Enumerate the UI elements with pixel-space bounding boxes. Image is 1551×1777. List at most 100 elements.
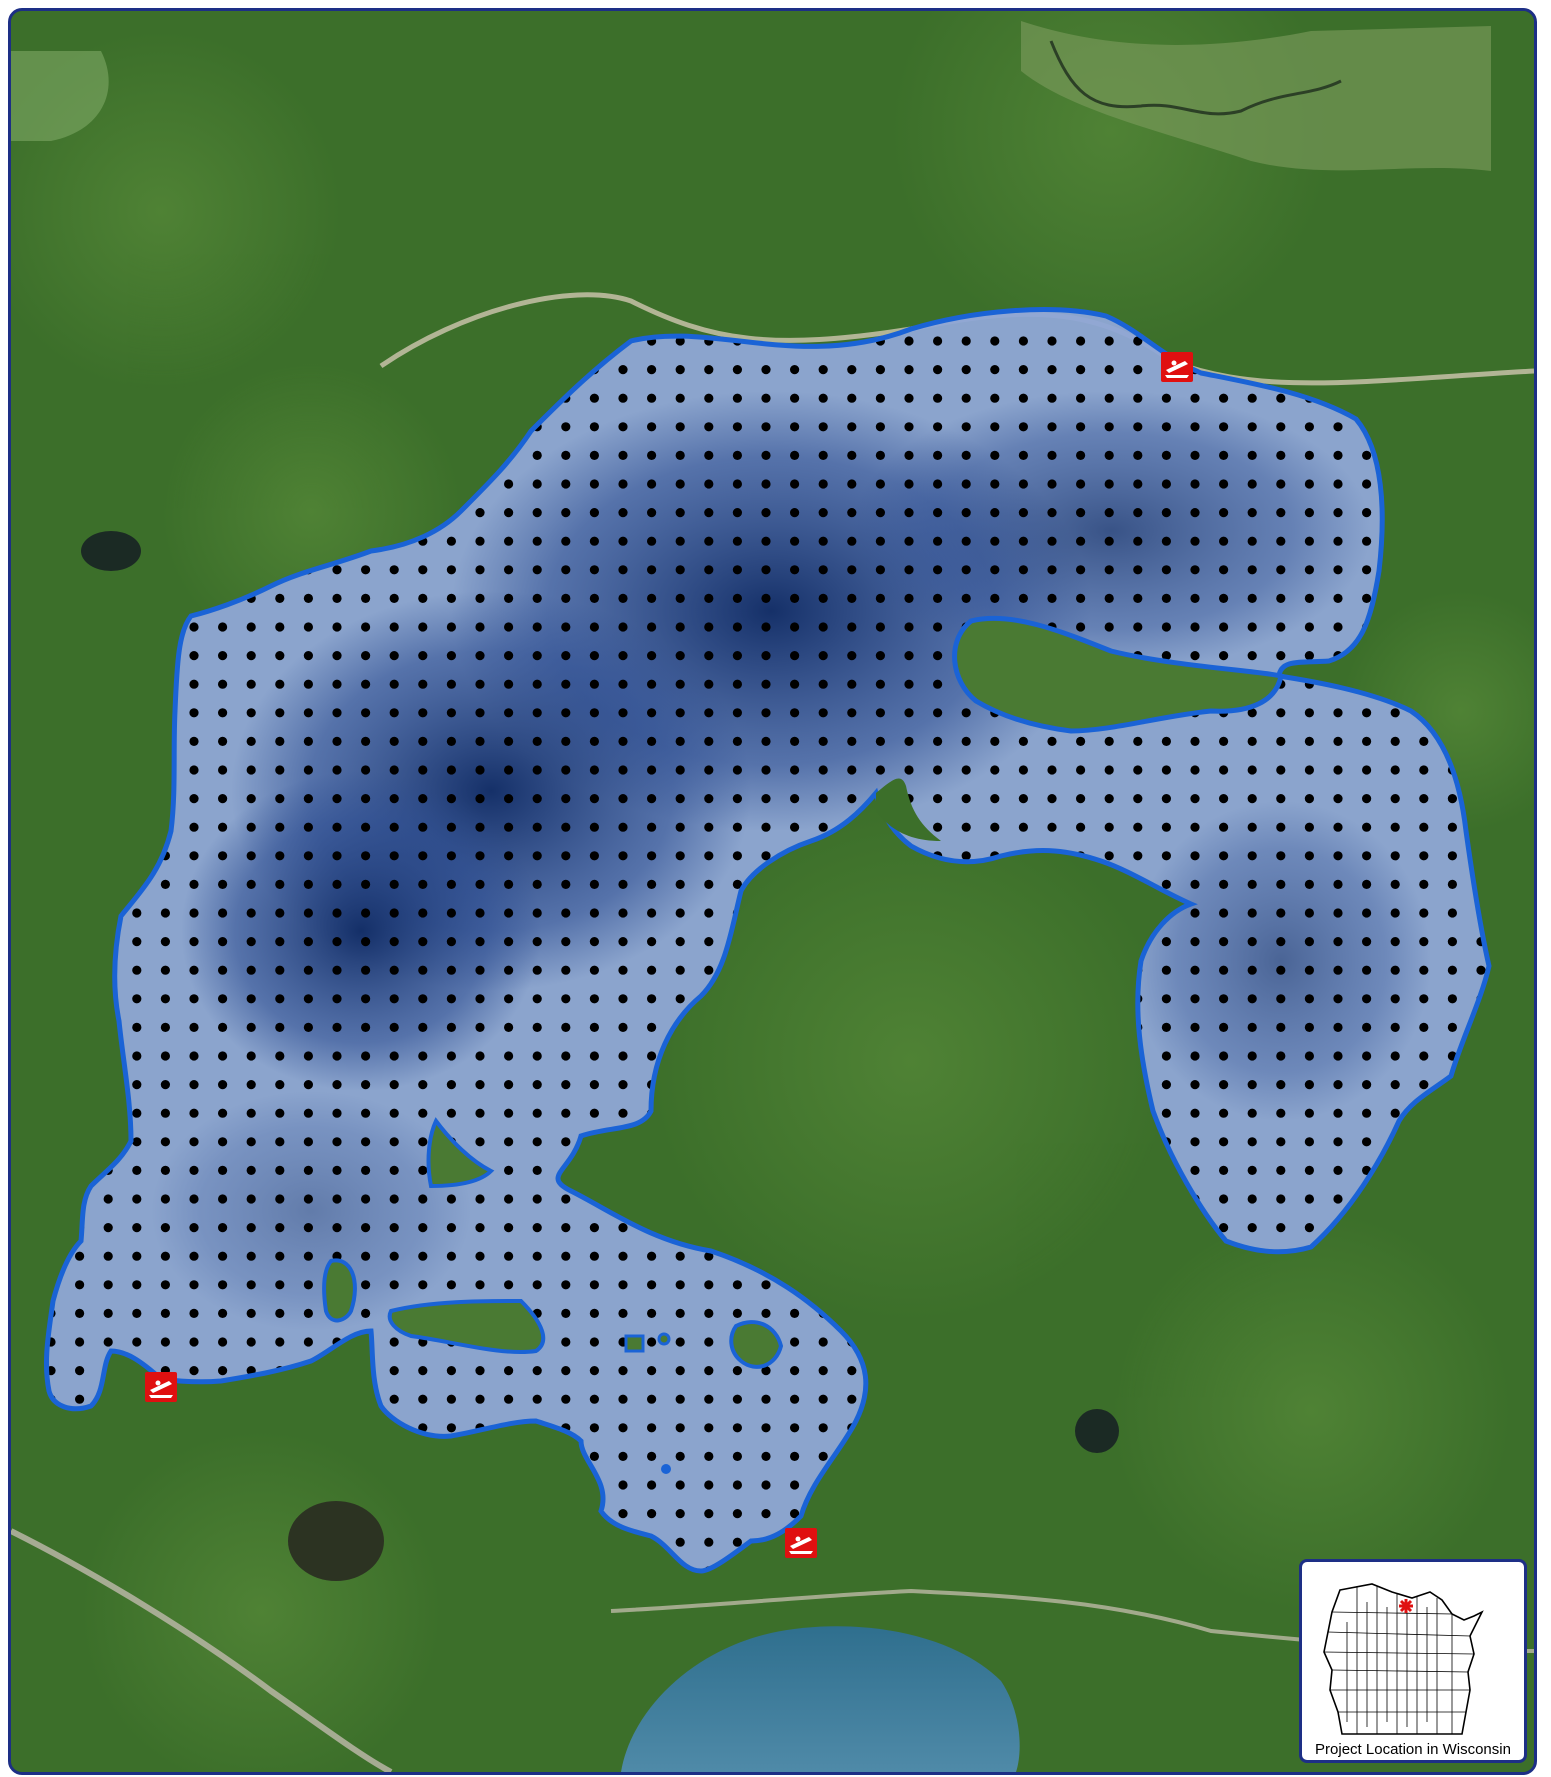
sample-point bbox=[618, 393, 628, 403]
sample-point bbox=[704, 765, 714, 775]
sample-point bbox=[1047, 794, 1057, 804]
sample-point bbox=[132, 965, 142, 975]
sample-point bbox=[361, 1137, 371, 1147]
sample-point bbox=[218, 1080, 228, 1090]
sample-point bbox=[389, 622, 399, 632]
sample-point bbox=[532, 1251, 542, 1261]
sample-point bbox=[1018, 393, 1028, 403]
sample-point bbox=[303, 851, 313, 861]
sample-point bbox=[504, 879, 514, 890]
boat-launch-icon[interactable] bbox=[1161, 352, 1193, 382]
sample-point bbox=[790, 736, 800, 747]
sample-point bbox=[618, 708, 628, 718]
sample-point bbox=[561, 1022, 571, 1032]
sample-point bbox=[1219, 1108, 1229, 1118]
sample-point bbox=[1304, 479, 1314, 489]
sample-point bbox=[504, 765, 514, 775]
sample-point bbox=[1104, 794, 1114, 804]
sample-point bbox=[475, 765, 485, 775]
boat-launch-icon[interactable] bbox=[145, 1372, 177, 1402]
sample-point bbox=[504, 1366, 514, 1376]
sample-point bbox=[504, 965, 514, 975]
sample-point bbox=[732, 1308, 743, 1318]
sample-point bbox=[1419, 1080, 1429, 1090]
sample-point bbox=[246, 794, 256, 804]
sample-point bbox=[904, 708, 914, 718]
sample-point bbox=[418, 1108, 428, 1118]
aerial-map[interactable] bbox=[11, 11, 1534, 1772]
sample-point bbox=[1419, 937, 1429, 947]
sample-point bbox=[589, 1022, 600, 1032]
sample-point bbox=[1190, 1165, 1200, 1175]
sample-point bbox=[732, 365, 743, 375]
boat-launch-icon[interactable] bbox=[785, 1528, 817, 1558]
sample-point bbox=[532, 908, 542, 918]
sample-point bbox=[332, 794, 342, 804]
sample-point bbox=[303, 937, 313, 947]
sample-point bbox=[1390, 736, 1400, 747]
sample-point bbox=[618, 1394, 628, 1404]
sample-point bbox=[275, 879, 285, 890]
sample-point bbox=[561, 622, 571, 632]
sample-point bbox=[218, 994, 228, 1004]
sample-point bbox=[160, 1022, 170, 1032]
sample-point bbox=[875, 736, 886, 747]
survey-lake[interactable] bbox=[46, 310, 1489, 1576]
sample-point bbox=[218, 1366, 228, 1376]
sample-point bbox=[1304, 908, 1314, 918]
sample-point bbox=[618, 651, 628, 661]
sample-point bbox=[1076, 593, 1086, 604]
sample-point bbox=[990, 336, 1000, 346]
sample-point bbox=[875, 508, 886, 518]
sample-point bbox=[218, 1223, 228, 1233]
sample-point bbox=[389, 565, 399, 575]
sample-point bbox=[1219, 765, 1229, 775]
sample-point bbox=[1133, 622, 1143, 632]
sample-point bbox=[218, 1165, 228, 1175]
sample-point bbox=[532, 765, 542, 775]
sample-point bbox=[189, 994, 199, 1004]
asterisk-icon bbox=[1399, 1599, 1413, 1613]
sample-point bbox=[1133, 365, 1143, 375]
sample-point bbox=[1219, 651, 1229, 661]
sample-point bbox=[475, 822, 485, 832]
sample-point bbox=[704, 965, 714, 975]
sample-point bbox=[933, 365, 943, 375]
sample-point bbox=[1219, 1051, 1229, 1061]
sample-point bbox=[790, 565, 800, 575]
sample-point bbox=[875, 565, 886, 575]
sample-point bbox=[1362, 536, 1372, 546]
sample-point bbox=[275, 1165, 285, 1175]
sample-point bbox=[189, 794, 199, 804]
sample-point bbox=[618, 1423, 628, 1433]
sample-point bbox=[561, 1308, 571, 1318]
sample-point bbox=[361, 622, 371, 632]
sample-point bbox=[504, 851, 514, 861]
sample-point bbox=[1419, 1022, 1429, 1032]
sample-point bbox=[1333, 708, 1343, 718]
sample-point bbox=[904, 422, 914, 432]
sample-point bbox=[246, 1051, 256, 1061]
sample-point bbox=[790, 794, 800, 804]
sample-point bbox=[1190, 1051, 1200, 1061]
sample-point bbox=[1247, 937, 1257, 947]
sample-point bbox=[933, 794, 943, 804]
sample-point bbox=[1076, 393, 1086, 403]
sample-point bbox=[1161, 1022, 1171, 1032]
sample-point bbox=[446, 1366, 456, 1376]
sample-point bbox=[647, 1423, 657, 1433]
sample-point bbox=[1190, 765, 1200, 775]
sample-point bbox=[1161, 593, 1171, 604]
sample-point bbox=[446, 1280, 456, 1290]
sample-point bbox=[103, 1223, 113, 1233]
sample-point bbox=[218, 1337, 228, 1347]
sample-point bbox=[618, 851, 628, 861]
sample-point bbox=[761, 765, 771, 775]
county-lines bbox=[1323, 1586, 1475, 1734]
sample-point bbox=[790, 765, 800, 775]
sample-point bbox=[1133, 393, 1143, 403]
sample-point bbox=[933, 622, 943, 632]
sample-point bbox=[1219, 937, 1229, 947]
sample-point bbox=[990, 736, 1000, 747]
sample-point bbox=[75, 1394, 85, 1404]
